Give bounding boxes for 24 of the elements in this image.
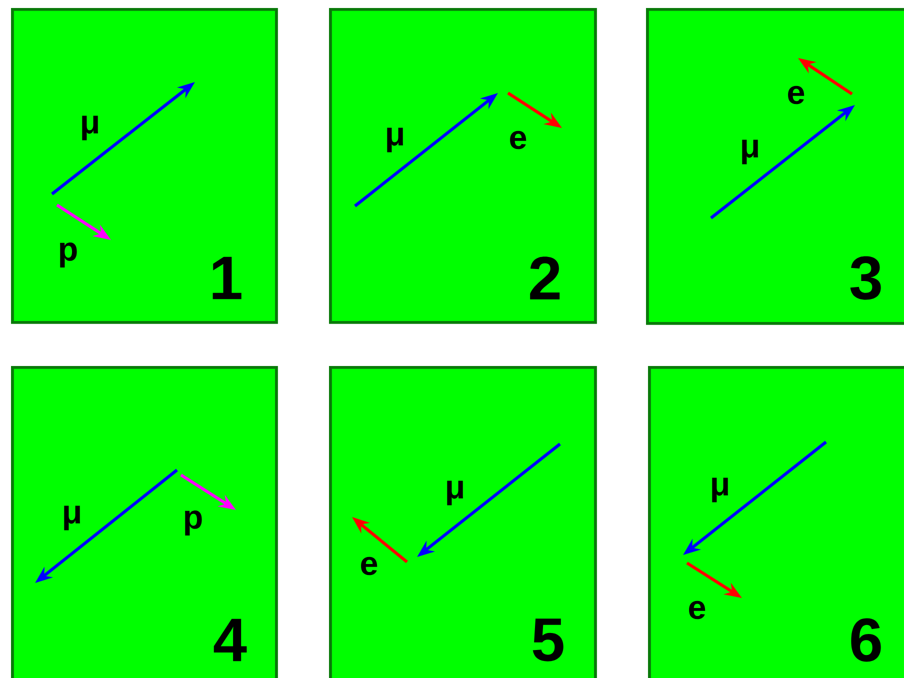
panel xyxy=(11,8,278,324)
particle-label: p xyxy=(60,242,77,268)
panel xyxy=(329,366,597,678)
panel xyxy=(11,366,278,678)
panel-number: 6 xyxy=(851,618,881,662)
particle-label: μ xyxy=(742,140,758,164)
particle-label: e xyxy=(788,86,804,104)
particle-label: p xyxy=(185,510,202,536)
particle-label: μ xyxy=(82,116,98,140)
particle-label: μ xyxy=(387,128,403,152)
panel-number: 1 xyxy=(212,256,242,300)
panel-number: 4 xyxy=(214,618,247,662)
particle-label: e xyxy=(689,600,706,620)
particle-label: μ xyxy=(712,478,728,502)
panel-number: 2 xyxy=(530,256,560,300)
particle-label: e xyxy=(510,130,526,150)
panel xyxy=(646,8,904,325)
particle-label: μ xyxy=(64,506,80,530)
panel-number: 3 xyxy=(850,256,881,300)
panel xyxy=(648,366,904,678)
particle-label: e xyxy=(361,556,378,576)
panel xyxy=(329,8,597,324)
particle-label: μ xyxy=(447,480,463,506)
panel-number: 5 xyxy=(532,618,564,662)
